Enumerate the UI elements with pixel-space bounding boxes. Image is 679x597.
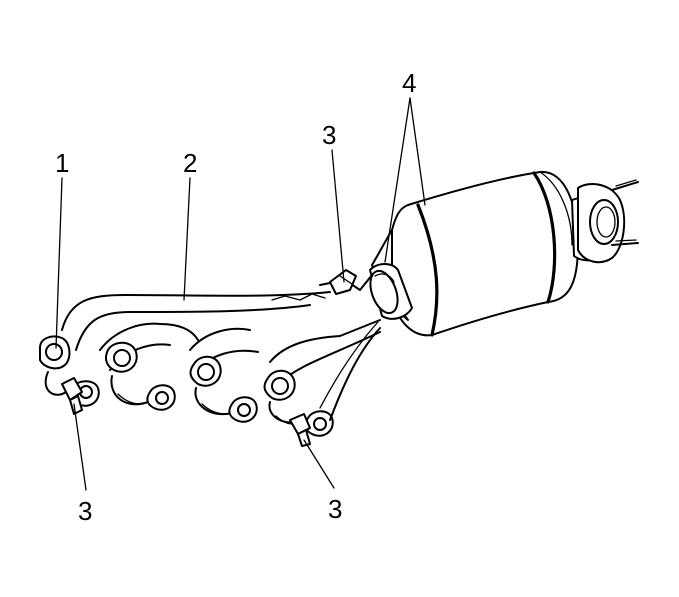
callouts: 1 2 3 4 3 3 xyxy=(55,68,416,526)
callout-1: 1 xyxy=(55,148,69,178)
callout-3-upper: 3 xyxy=(322,120,336,150)
callout-2: 2 xyxy=(183,148,197,178)
oxygen-sensor-lower-left xyxy=(61,377,83,415)
converter-inlet-flange xyxy=(369,263,413,320)
callout-3-lower-left: 3 xyxy=(78,496,92,526)
callout-3-lower-right: 3 xyxy=(328,494,342,524)
leader-lines xyxy=(55,97,426,491)
callout-4: 4 xyxy=(402,68,416,98)
catalytic-converter xyxy=(371,170,639,337)
manifold-body xyxy=(39,319,381,437)
manifold-long-runner xyxy=(61,274,373,351)
oxygen-sensor-lower-right xyxy=(289,413,311,447)
